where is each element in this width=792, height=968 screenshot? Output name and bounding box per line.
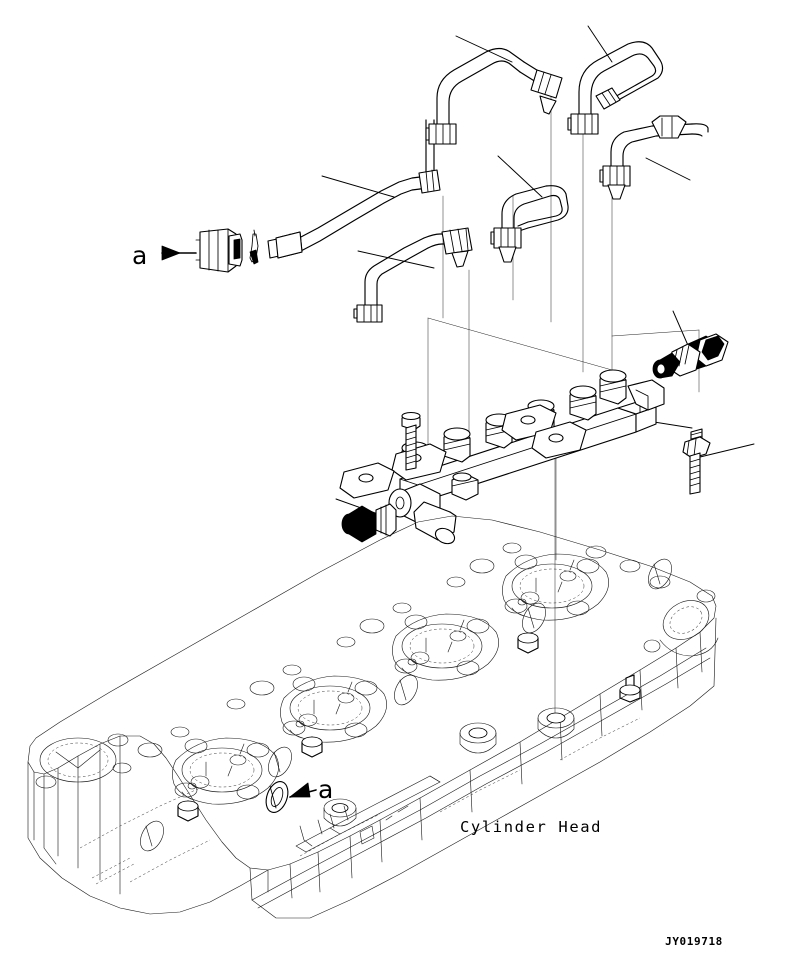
callout-a-lower-label: a	[318, 775, 333, 804]
cylinder-bore-group-3	[392, 613, 499, 681]
rail-mount-boss-right	[537, 707, 575, 739]
drawing-code-label: JY019718	[665, 935, 723, 948]
injector-sleeve	[195, 228, 243, 273]
cylinder-bore-group-2	[280, 675, 387, 743]
assembly-projection-lines	[411, 89, 701, 721]
rail-inlet-fitting	[388, 483, 457, 545]
cylinder-bore-group-4	[502, 553, 609, 621]
rail-pressure-sensor	[652, 333, 729, 379]
tube-nut	[275, 231, 303, 259]
callout-a-lower: a	[289, 775, 333, 804]
side-face-plugs	[140, 558, 672, 852]
rail-bracket-mid	[339, 462, 395, 499]
rail-return-port	[451, 472, 479, 501]
callout-a-upper: a	[132, 241, 197, 270]
fuel-injection-tube-3	[425, 47, 563, 145]
cylinder-bore-group-1	[172, 737, 279, 805]
cylinder-head-label: Cylinder Head	[460, 818, 602, 836]
mounting-bolt	[401, 411, 421, 471]
flow-damper	[341, 503, 397, 543]
rail-bracket-right	[531, 421, 587, 459]
callout-a-upper-label: a	[132, 241, 147, 270]
rail-fitting-5	[569, 385, 597, 421]
rail-mount-boss-mid	[459, 722, 497, 754]
fuel-injection-tube-5	[490, 185, 569, 263]
cylinder-head	[27, 515, 719, 919]
stud-bolt	[682, 428, 711, 495]
injector-clip	[249, 229, 259, 265]
cylinder-head-seal	[265, 781, 289, 813]
fuel-injection-tube-2	[353, 227, 473, 323]
rail-fitting-6	[599, 369, 627, 405]
rail-fitting-2	[443, 427, 471, 463]
fuel-injection-tube-4	[567, 41, 664, 135]
head-ledge-fasteners	[177, 632, 641, 822]
fuel-injection-tube-6	[599, 115, 709, 200]
